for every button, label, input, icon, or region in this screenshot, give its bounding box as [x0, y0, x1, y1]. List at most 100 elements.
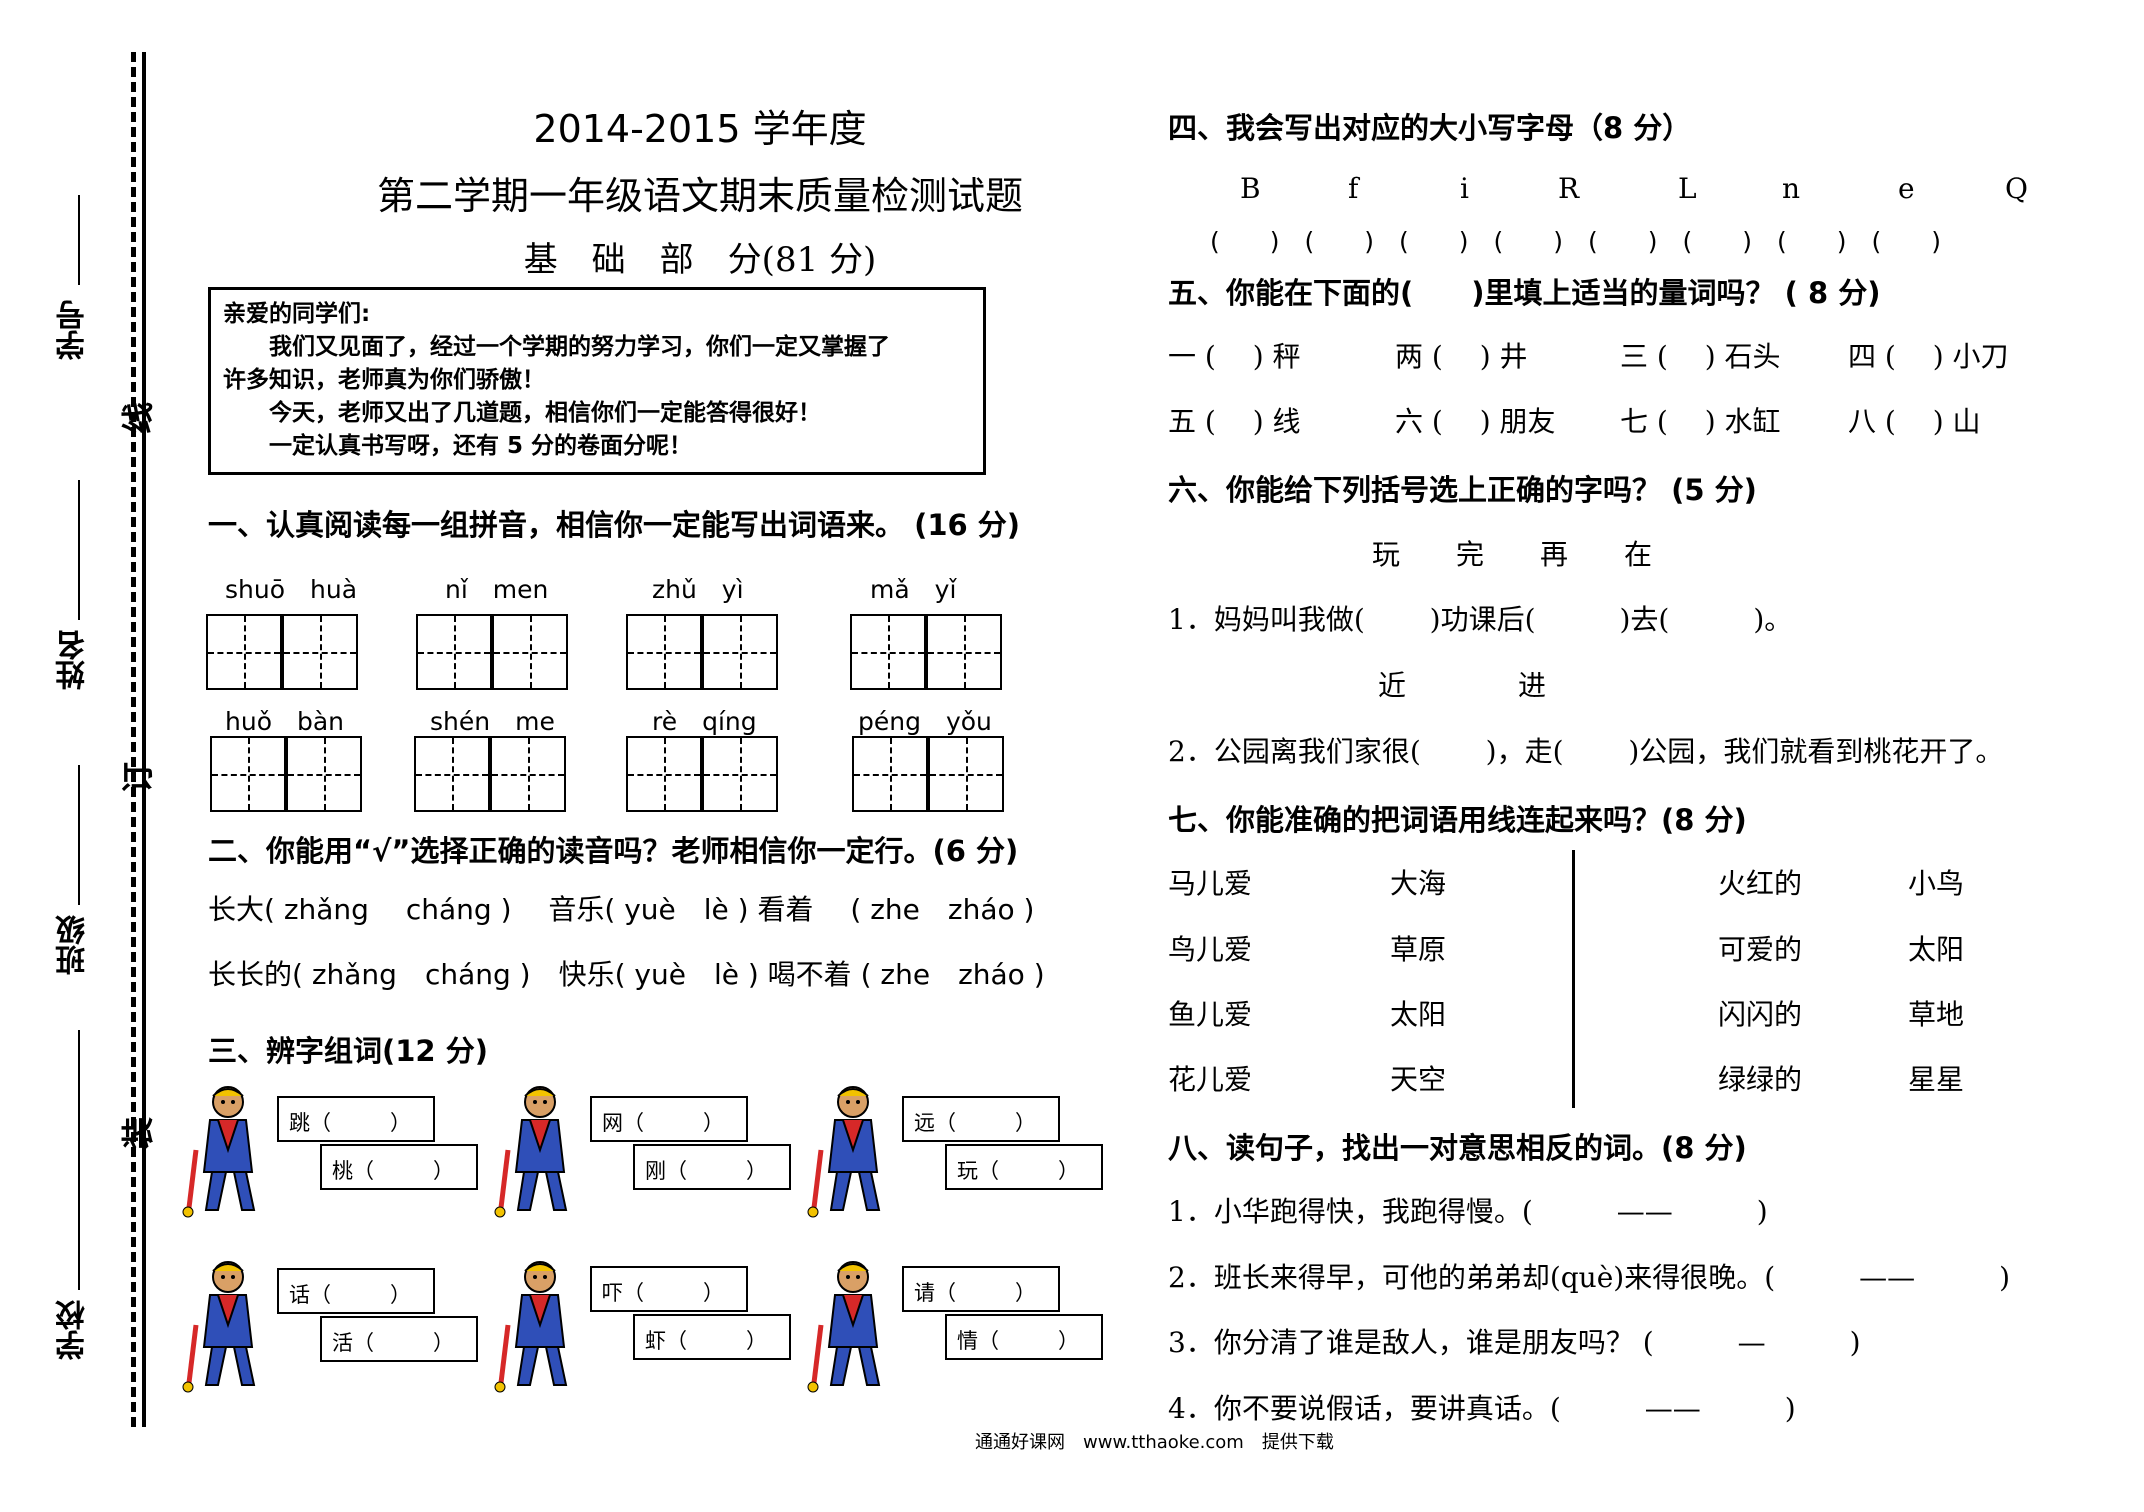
q2-line: 长大( zhǎng cháng ) 音乐( yuè lè ) 看着 ( zhe … [208, 893, 1035, 926]
writing-grid-cell[interactable] [852, 736, 928, 812]
match-word[interactable]: 鱼儿爱 [1168, 998, 1253, 1031]
notice-line: 我们又见面了，经过一个学期的努力学习，你们一定又掌握了 [223, 334, 890, 360]
word-box-close: ） [1058, 1329, 1079, 1353]
monkey-king-icon [494, 1086, 568, 1218]
match-word[interactable]: 大海 [1390, 867, 1447, 900]
binding-solid-line [142, 52, 146, 1427]
measure-item: 七 ( ) 水缸 [1620, 405, 1781, 438]
word-box[interactable]: 话（） [277, 1268, 435, 1314]
notice-greeting: 亲爱的同学们: [223, 301, 371, 327]
word-box[interactable]: 跳（） [277, 1096, 435, 1142]
char-choices: 玩 完 再 在 [1372, 538, 1653, 571]
word-box[interactable]: 吓（） [590, 1266, 748, 1312]
writing-grid-cell[interactable] [206, 614, 282, 690]
pinyin-label: shén me [430, 707, 555, 736]
q1-heading: 一、认真阅读每一组拼音，相信你一定能写出词语来。 (16 分) [208, 508, 1021, 542]
margin-mark-line: 线 [119, 401, 158, 435]
pinyin-label: huǒ bàn [225, 707, 345, 736]
q4-heading: 四、我会写出对应的大小写字母（8 分） [1168, 111, 1692, 145]
match-word[interactable]: 太阳 [1390, 998, 1447, 1031]
q2-line: 长长的( zhǎng cháng ) 快乐( yuè lè ) 喝不着 ( zh… [208, 958, 1045, 991]
measure-item: 五 ( ) 线 [1168, 405, 1301, 438]
match-word[interactable]: 草原 [1390, 933, 1447, 966]
word-box-close: ） [703, 1111, 724, 1135]
writing-grid-cell[interactable] [928, 736, 1004, 812]
word-box-close: ） [433, 1331, 454, 1355]
writing-grid-cell[interactable] [282, 614, 358, 690]
monkey-king-icon [494, 1261, 568, 1393]
word-box[interactable]: 刚（ ） [633, 1144, 791, 1190]
pinyin-label: rè qíng [652, 707, 757, 736]
match-word[interactable]: 火红的 [1718, 867, 1803, 900]
writing-grid-cell[interactable] [702, 614, 778, 690]
word-box[interactable]: 远（ ） [902, 1096, 1060, 1142]
writing-grid-cell[interactable] [850, 614, 926, 690]
exam-part: 基 础 部 分(81 分) [523, 240, 877, 280]
word-box[interactable]: 网（） [590, 1096, 748, 1142]
match-word[interactable]: 可爱的 [1718, 933, 1803, 966]
letter-answer-blanks[interactable]: ( ) ( ) ( ) ( ) ( ) ( ) ( ) ( ) [1210, 227, 1942, 256]
word-box-char: 吓（ [602, 1281, 644, 1305]
measure-item: 一 ( ) 秤 [1168, 340, 1301, 373]
word-box-char: 桃（ [332, 1159, 374, 1183]
measure-item: 六 ( ) 朋友 [1395, 405, 1556, 438]
exam-title: 第二学期一年级语文期末质量检测试题 [376, 174, 1023, 218]
match-word[interactable]: 星星 [1908, 1063, 1965, 1096]
writing-grid-cell[interactable] [286, 736, 362, 812]
char-choices: 近 进 [1378, 669, 1547, 702]
match-word[interactable]: 小鸟 [1908, 867, 1965, 900]
monkey-king-icon [807, 1086, 881, 1218]
word-box-close: ） [1015, 1111, 1036, 1135]
word-box[interactable]: 活（ ） [320, 1316, 478, 1362]
writing-grid-cell[interactable] [490, 736, 566, 812]
writing-grid-cell[interactable] [926, 614, 1002, 690]
word-box-char: 活（ [332, 1331, 374, 1355]
word-box-close: ） [433, 1159, 454, 1183]
word-box[interactable]: 虾（） [633, 1314, 791, 1360]
q6-heading: 六、你能给下列括号选上正确的字吗？ (5 分) [1168, 473, 1757, 507]
word-box-char: 请（ [914, 1281, 956, 1305]
writing-grid-cell[interactable] [210, 736, 286, 812]
letter: B [1240, 172, 1261, 205]
writing-grid-cell[interactable] [702, 736, 778, 812]
writing-grid-cell[interactable] [626, 736, 702, 812]
word-box[interactable]: 请（） [902, 1266, 1060, 1312]
match-word[interactable]: 太阳 [1908, 933, 1965, 966]
writing-grid-cell[interactable] [626, 614, 702, 690]
word-box-char: 远（ [914, 1111, 956, 1135]
word-box[interactable]: 桃（ ） [320, 1144, 478, 1190]
notice-line: 一定认真书写呀，还有 5 分的卷面分呢！ [223, 433, 693, 459]
match-word[interactable]: 绿绿的 [1718, 1063, 1803, 1096]
q5-heading: 五、你能在下面的( )里填上适当的量词吗？ ( 8 分) [1168, 276, 1881, 310]
word-box[interactable]: 玩（） [945, 1144, 1103, 1190]
writing-grid-cell[interactable] [416, 614, 492, 690]
margin-fill-line [78, 1030, 80, 1290]
writing-grid-cell[interactable] [414, 736, 490, 812]
antonym-sentence: 1．小华跑得快，我跑得慢。( —— ) [1168, 1195, 1768, 1228]
margin-label-student-id: 学号 [56, 300, 91, 360]
match-word[interactable]: 马儿爱 [1168, 867, 1253, 900]
match-word[interactable]: 花儿爱 [1168, 1063, 1253, 1096]
measure-item: 三 ( ) 石头 [1620, 340, 1781, 373]
exam-year: 2014-2015 学年度 [533, 107, 867, 151]
match-word[interactable]: 天空 [1390, 1063, 1447, 1096]
writing-grid-cell[interactable] [492, 614, 568, 690]
letter: i [1460, 172, 1469, 205]
word-box-close: ） [746, 1159, 767, 1183]
word-box[interactable]: 情（ ） [945, 1314, 1103, 1360]
antonym-sentence: 4．你不要说假话，要讲真话。( —— ) [1168, 1392, 1796, 1425]
letter: L [1678, 172, 1697, 205]
word-box-char: 玩（ [957, 1159, 999, 1183]
margin-label-class: 班级 [56, 915, 91, 975]
q8-heading: 八、读句子，找出一对意思相反的词。(8 分) [1168, 1131, 1747, 1165]
notice-box: 亲爱的同学们: 我们又见面了，经过一个学期的努力学习，你们一定又掌握了 许多知识… [208, 287, 986, 475]
word-box-char: 情（ [957, 1329, 999, 1353]
match-word[interactable]: 闪闪的 [1718, 998, 1803, 1031]
letter: n [1782, 172, 1801, 205]
match-word[interactable]: 鸟儿爱 [1168, 933, 1253, 966]
word-box-char: 刚（ [645, 1159, 687, 1183]
match-word[interactable]: 草地 [1908, 998, 1965, 1031]
letter: R [1558, 172, 1580, 205]
binding-dashed-line [131, 52, 136, 1427]
q3-heading: 三、辨字组词(12 分) [208, 1034, 488, 1068]
